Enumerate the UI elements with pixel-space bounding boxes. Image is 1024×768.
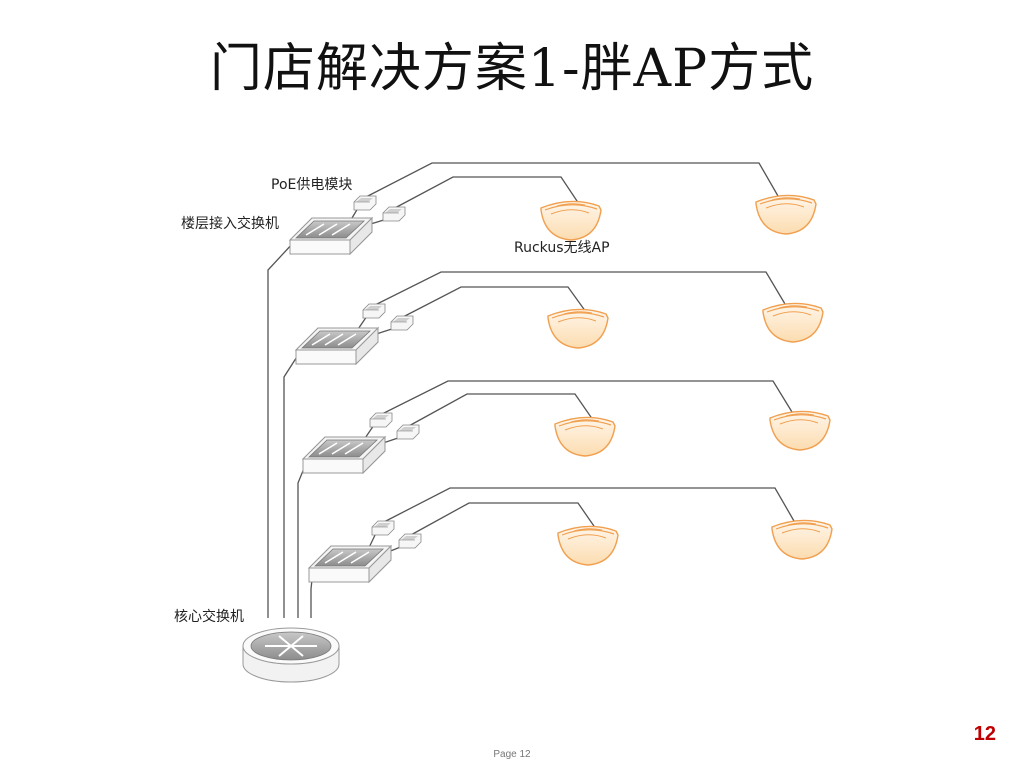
- ap-floor1-2: [755, 194, 817, 235]
- ap-floor2-2: [762, 302, 824, 343]
- uplink-floor2: [283, 351, 301, 618]
- poe-module-3b: [396, 424, 420, 440]
- link-floor4-ap2: [381, 487, 795, 524]
- poe-module-4a: [371, 520, 395, 536]
- ap-label: Ruckus无线AP: [514, 240, 610, 256]
- ap-floor2-1: [547, 308, 609, 349]
- ap-floor3-1: [554, 416, 616, 457]
- floor-switch-4: [307, 544, 393, 584]
- poe-module-2a: [362, 303, 386, 319]
- poe-module-2b: [390, 315, 414, 331]
- poe-module-1a: [353, 195, 377, 211]
- poe-module-3a: [369, 412, 393, 428]
- page-label: Page 12: [493, 749, 531, 760]
- link-floor1-ap2: [363, 162, 779, 199]
- uplink-floor1: [267, 241, 295, 618]
- link-floor3-ap2: [379, 380, 793, 416]
- ap-floor4-1: [557, 525, 619, 566]
- floor-switch-1: [288, 216, 374, 256]
- link-floor3-ap1: [406, 393, 594, 428]
- ap-floor1-1: [540, 200, 602, 241]
- poe-module-4b: [398, 533, 422, 549]
- page-number: 12: [973, 723, 996, 745]
- ap-floor4-2: [771, 519, 833, 560]
- floor-switch-2: [294, 326, 380, 366]
- link-floor1-ap1: [392, 176, 580, 210]
- devices-layer: [242, 194, 833, 683]
- core-switch-label: 核心交换机: [174, 608, 244, 625]
- core-switch: [242, 627, 340, 683]
- poe-module-1b: [382, 206, 406, 222]
- ap-floor3-2: [769, 410, 831, 451]
- slide-title: 门店解决方案1-胖AP方式: [209, 39, 815, 99]
- poe-module-label: PoE供电模块: [271, 177, 352, 193]
- uplink-floor3: [297, 460, 308, 618]
- link-floor2-ap1: [400, 286, 587, 319]
- link-floor4-ap1: [408, 502, 597, 537]
- floor-switch-3: [301, 435, 387, 475]
- floor-switch-label: 楼层接入交换机: [181, 215, 279, 232]
- link-floor2-ap2: [372, 271, 786, 307]
